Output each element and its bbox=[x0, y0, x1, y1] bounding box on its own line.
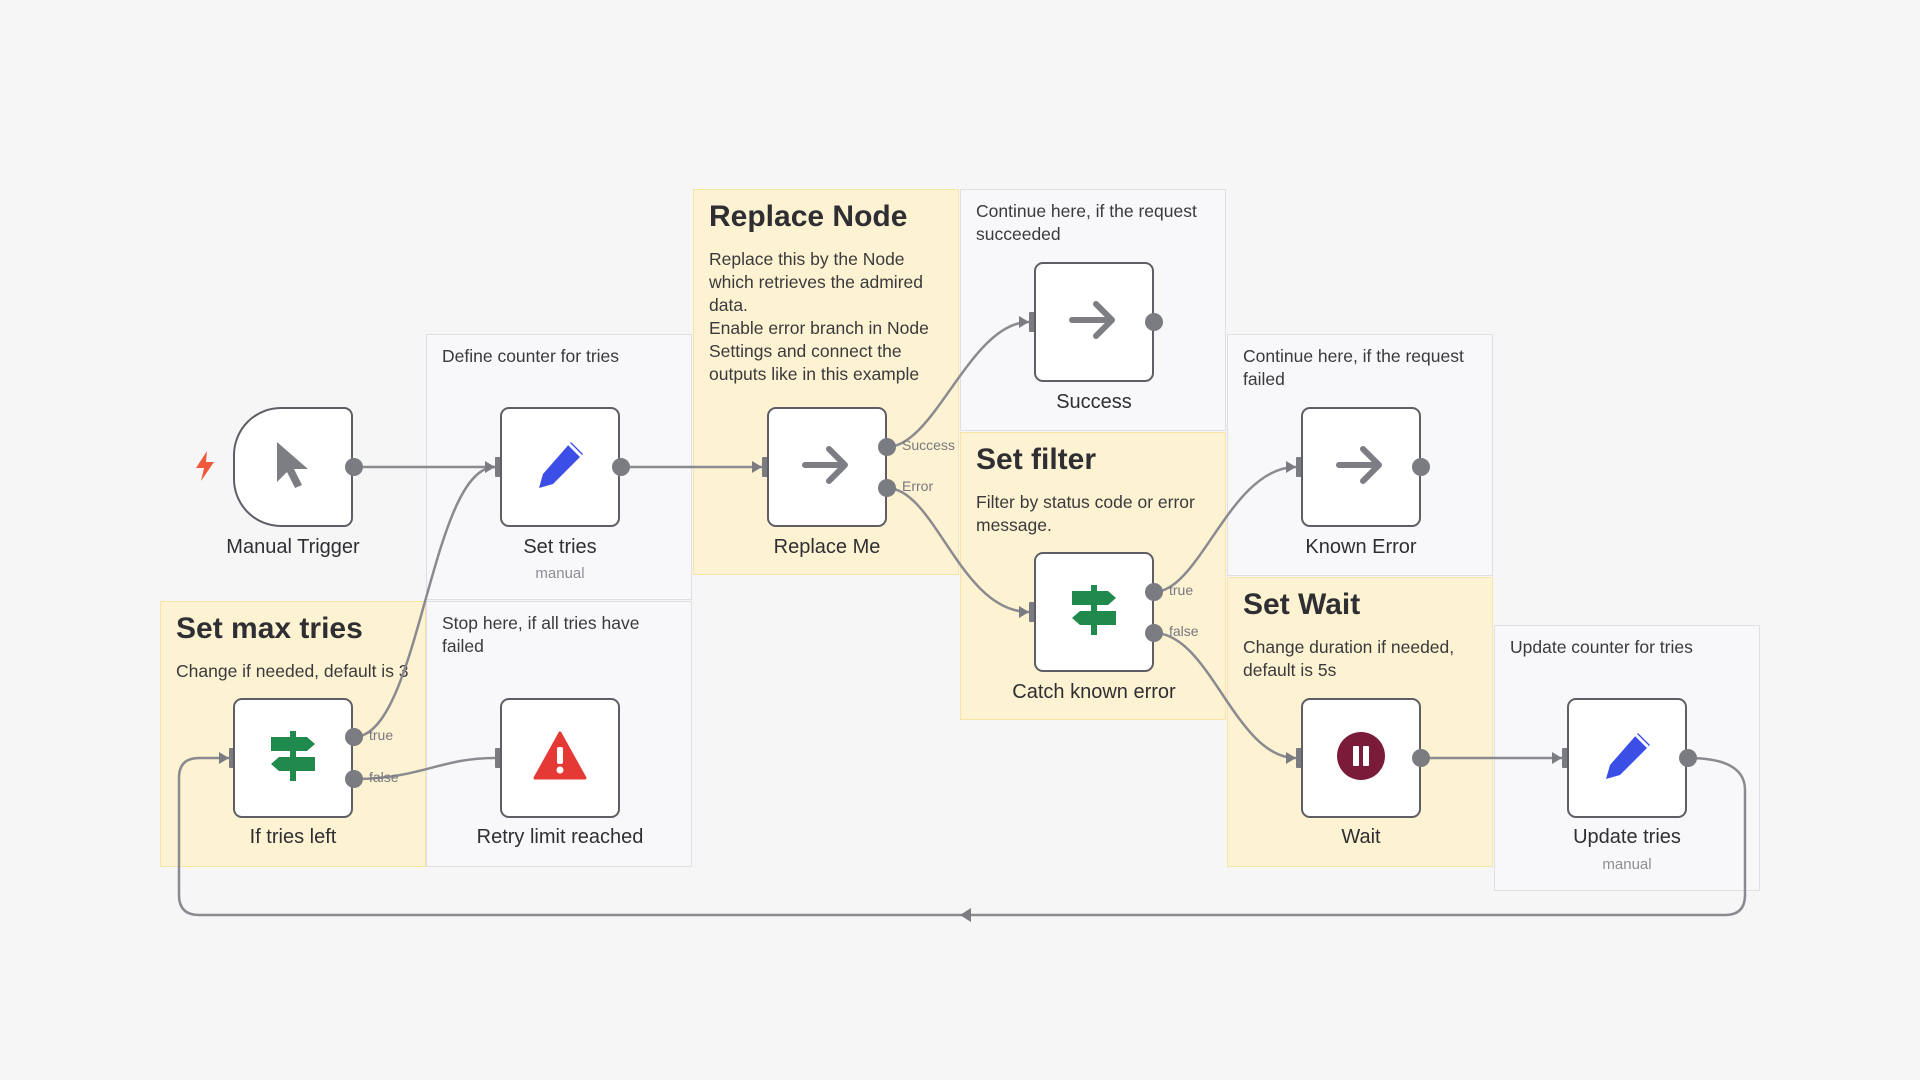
connection-catch-true-to-known-error bbox=[1153, 465, 1297, 594]
input-handle[interactable] bbox=[1296, 748, 1304, 768]
node-set-tries[interactable] bbox=[500, 407, 620, 527]
note-title: Replace Node bbox=[709, 200, 908, 233]
node-update-tries[interactable] bbox=[1567, 698, 1687, 818]
output-handle-error[interactable] bbox=[878, 479, 896, 497]
handle-label-error: Error bbox=[902, 478, 934, 494]
output-handle[interactable] bbox=[1412, 749, 1430, 767]
note-body: Continue here, if the request succeeded bbox=[976, 201, 1197, 244]
output-handle-success[interactable] bbox=[878, 438, 896, 456]
node-label: Catch known error bbox=[1012, 681, 1176, 703]
output-handle[interactable] bbox=[1679, 749, 1697, 767]
connection-if-false-to-retry bbox=[353, 756, 496, 781]
note-body: Define counter for tries bbox=[442, 346, 620, 366]
output-handle[interactable] bbox=[1145, 313, 1163, 331]
node-subtitle: manual bbox=[535, 565, 585, 582]
connection-replace-error-to-catch bbox=[886, 486, 1030, 614]
node-label: Known Error bbox=[1305, 536, 1417, 558]
node-label: Success bbox=[1056, 391, 1132, 413]
note-body: Change if needed, default is 3 bbox=[176, 661, 409, 681]
note-body: Update counter for tries bbox=[1510, 637, 1693, 657]
handle-label-true: true bbox=[1169, 582, 1194, 598]
node-known-error[interactable] bbox=[1301, 407, 1421, 527]
pause-icon bbox=[1336, 731, 1386, 786]
sticky-note-continue-success[interactable]: Continue here, if the request succeeded bbox=[960, 189, 1226, 431]
output-handle[interactable] bbox=[345, 458, 363, 476]
node-wait[interactable] bbox=[1301, 698, 1421, 818]
node-label: If tries left bbox=[249, 826, 337, 848]
input-handle[interactable] bbox=[495, 457, 503, 477]
input-handle[interactable] bbox=[1029, 602, 1037, 622]
node-label: Replace Me bbox=[773, 536, 881, 558]
output-handle[interactable] bbox=[1412, 458, 1430, 476]
node-label: Manual Trigger bbox=[226, 536, 360, 558]
node-success[interactable] bbox=[1034, 262, 1154, 382]
note-title: Set filter bbox=[976, 443, 1097, 476]
node-label: Update tries bbox=[1573, 826, 1681, 848]
note-title: Set Wait bbox=[1243, 588, 1361, 621]
trigger-bolt-icon bbox=[194, 451, 216, 481]
input-handle[interactable] bbox=[1029, 312, 1037, 332]
handle-label-false: false bbox=[369, 769, 399, 785]
node-label: Wait bbox=[1341, 826, 1381, 848]
input-handle[interactable] bbox=[762, 457, 770, 477]
connection-replace-success-to-success bbox=[886, 320, 1030, 449]
signpost-icon bbox=[1068, 583, 1120, 642]
signpost-icon bbox=[267, 729, 319, 788]
output-handle-true[interactable] bbox=[345, 728, 363, 746]
node-replace-me[interactable] bbox=[767, 407, 887, 527]
connection-loop-back bbox=[177, 756, 1747, 917]
handle-label-false: false bbox=[1169, 623, 1199, 639]
input-handle[interactable] bbox=[495, 748, 503, 768]
arrow-right-icon bbox=[801, 441, 853, 494]
node-retry-limit-reached[interactable] bbox=[500, 698, 620, 818]
sticky-note-set-wait[interactable]: Set Wait Change duration if needed, defa… bbox=[1227, 577, 1493, 867]
note-body: Continue here, if the request failed bbox=[1243, 346, 1464, 389]
output-handle-false[interactable] bbox=[1145, 624, 1163, 642]
output-handle-true[interactable] bbox=[1145, 583, 1163, 601]
node-if-tries-left[interactable] bbox=[233, 698, 353, 818]
input-handle[interactable] bbox=[1296, 457, 1304, 477]
node-label: Set tries bbox=[523, 536, 597, 558]
warning-icon bbox=[533, 731, 587, 786]
connection-if-true-to-set-tries bbox=[353, 465, 496, 739]
node-label: Retry limit reached bbox=[476, 826, 644, 848]
handle-label-true: true bbox=[369, 727, 394, 743]
node-subtitle: manual bbox=[1602, 856, 1652, 873]
node-catch-known-error[interactable] bbox=[1034, 552, 1154, 672]
pencil-icon bbox=[531, 436, 589, 499]
note-body: Change duration if needed, default is 5s bbox=[1243, 637, 1455, 680]
handle-label-success: Success bbox=[902, 437, 955, 453]
note-title: Set max tries bbox=[176, 612, 363, 645]
arrow-right-icon bbox=[1068, 296, 1120, 349]
output-handle[interactable] bbox=[612, 458, 630, 476]
note-body: Stop here, if all tries have failed bbox=[442, 613, 640, 656]
output-handle-false[interactable] bbox=[345, 770, 363, 788]
connection-catch-false-to-wait bbox=[1153, 631, 1297, 760]
input-handle[interactable] bbox=[1562, 748, 1570, 768]
note-body: Filter by status code or error message. bbox=[976, 492, 1195, 535]
cursor-icon bbox=[271, 438, 315, 497]
node-manual-trigger[interactable] bbox=[233, 407, 353, 527]
arrow-right-icon bbox=[1335, 441, 1387, 494]
note-body: Replace this by the Node which retrieves… bbox=[709, 249, 929, 384]
pencil-icon bbox=[1598, 727, 1656, 790]
